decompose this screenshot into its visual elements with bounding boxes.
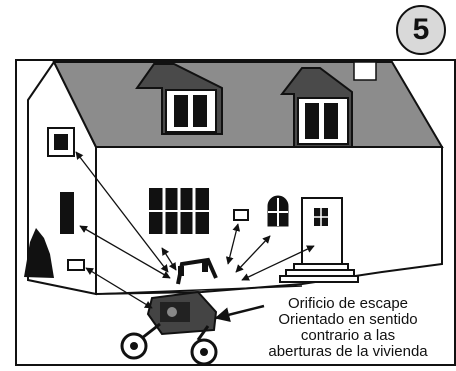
- illustration-frame: [15, 59, 456, 366]
- callout-line-3: contrario a las: [300, 327, 396, 344]
- side-window: [60, 192, 74, 234]
- side-vent: [67, 259, 85, 271]
- exhaust-callout: Orificio de escape Orientado en sentido …: [238, 296, 456, 360]
- step-number: 5: [412, 13, 430, 46]
- pressure-washer-icon: [120, 257, 218, 364]
- front-window: [149, 188, 209, 234]
- dormer-left: [135, 63, 223, 135]
- front-door: [301, 197, 343, 265]
- house-illustration: [24, 61, 444, 364]
- exhaust-arrow-icon: [75, 151, 315, 323]
- house-roof: [52, 61, 444, 148]
- shrub: [24, 228, 54, 278]
- callout-line-2: Orientado en sentido: [278, 311, 418, 328]
- callout-line-4: aberturas de la vivienda: [268, 343, 428, 360]
- wall-vent: [233, 209, 249, 221]
- step-number-badge: 5: [396, 5, 446, 55]
- dormer-right: [279, 67, 353, 148]
- callout-line-1: Orificio de escape: [287, 295, 409, 312]
- chimney: [353, 61, 377, 81]
